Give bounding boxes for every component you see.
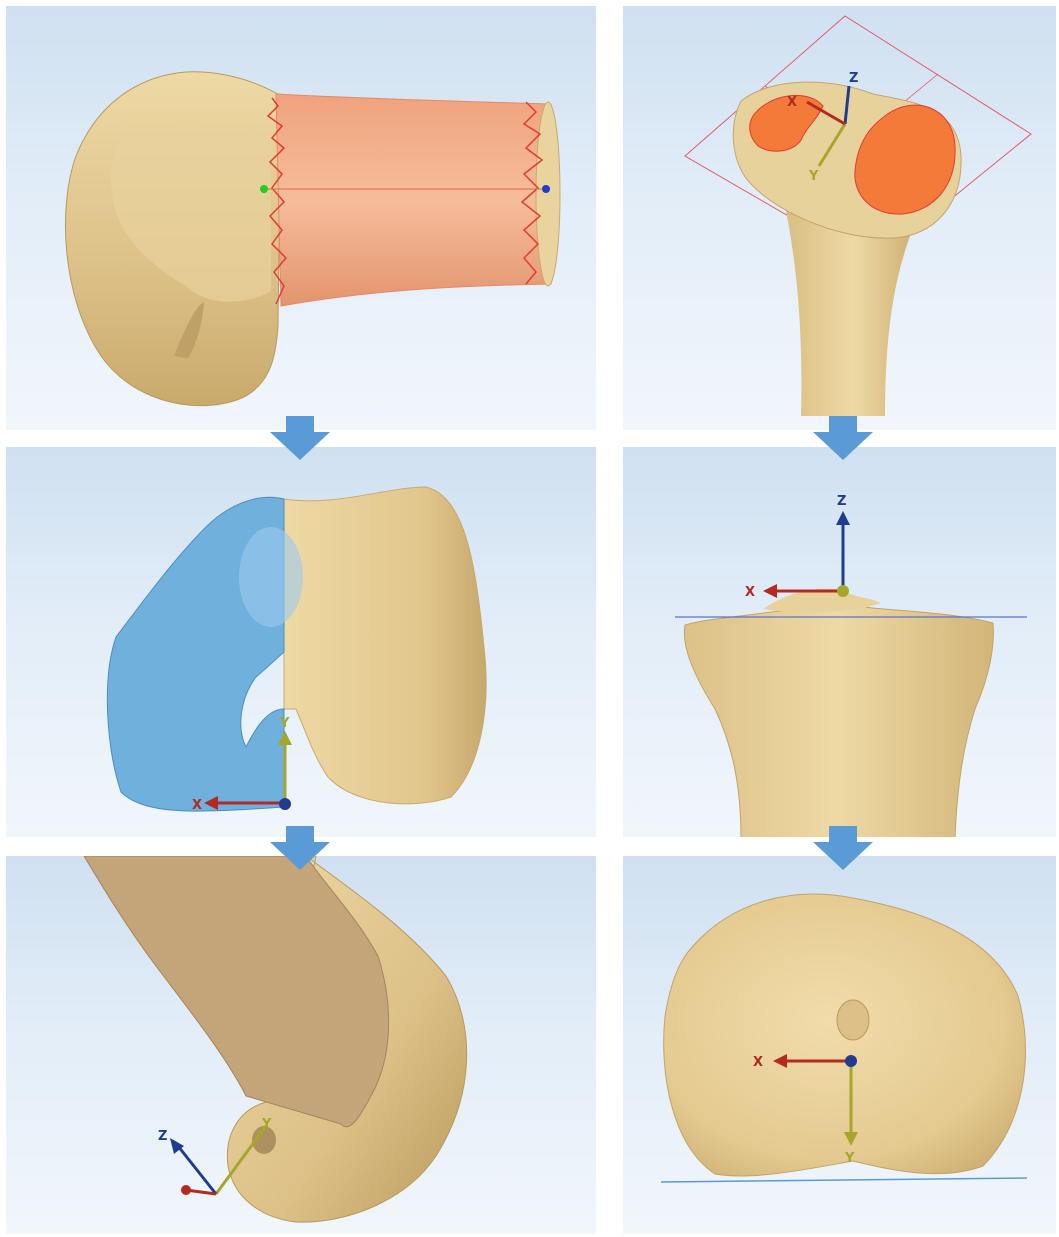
x-axis-label: X (787, 95, 797, 110)
axis-origin (837, 585, 849, 597)
down-arrow-icon (268, 826, 332, 870)
tibia-proximal-body (684, 603, 993, 837)
femur-axial-view-illustration: X Y (6, 447, 596, 837)
axis-start-point (260, 185, 268, 193)
down-arrow-icon (268, 416, 332, 460)
down-arrow-icon (811, 416, 875, 460)
femur-cylinder-fit-panel (6, 6, 596, 430)
x-arrow-head (763, 584, 777, 598)
y-axis-label: Y (844, 1151, 855, 1166)
femur-axial-view-panel: X Y (6, 447, 596, 837)
down-arrow-icon (811, 826, 875, 870)
femur-sagittal-cut-illustration: Z Y (6, 856, 596, 1234)
shaft-cylinder (276, 94, 551, 306)
z-axis-label: Z (849, 71, 858, 86)
x-axis-label: X (753, 1055, 763, 1070)
posterior-reference-line (661, 1178, 1027, 1182)
femur-cylinder-fit-illustration (6, 6, 596, 430)
y-axis-label: Y (808, 169, 819, 184)
y-axis-label: Y (279, 716, 290, 731)
y-axis-label: Y (261, 1117, 272, 1132)
z-axis-label: Z (837, 494, 846, 509)
axis-origin (181, 1185, 191, 1195)
condyle-highlight (239, 527, 303, 627)
axis-origin (279, 798, 291, 810)
axis-origin (845, 1055, 857, 1067)
tibia-plateau-selection-illustration: X Y Z (623, 6, 1056, 430)
cylinder-end (536, 102, 560, 286)
z-axis-label: Z (158, 1129, 167, 1144)
axis-end-point (542, 185, 550, 193)
tibial-tubercle (837, 1000, 869, 1040)
tibia-top-view-panel: X Y (623, 856, 1056, 1234)
tibia-frontal-view-panel: X Z (623, 447, 1056, 837)
lateral-condyle (284, 487, 486, 804)
tibia-frontal-view-illustration: X Z (623, 447, 1056, 837)
x-axis-label: X (192, 798, 202, 813)
z-arrow-head (836, 511, 850, 525)
tibia-plateau-selection-panel: X Y Z (623, 6, 1056, 430)
x-axis-label: X (745, 585, 755, 600)
femur-sagittal-cut-panel: Z Y (6, 856, 596, 1234)
tibia-top-view-illustration: X Y (623, 856, 1056, 1234)
